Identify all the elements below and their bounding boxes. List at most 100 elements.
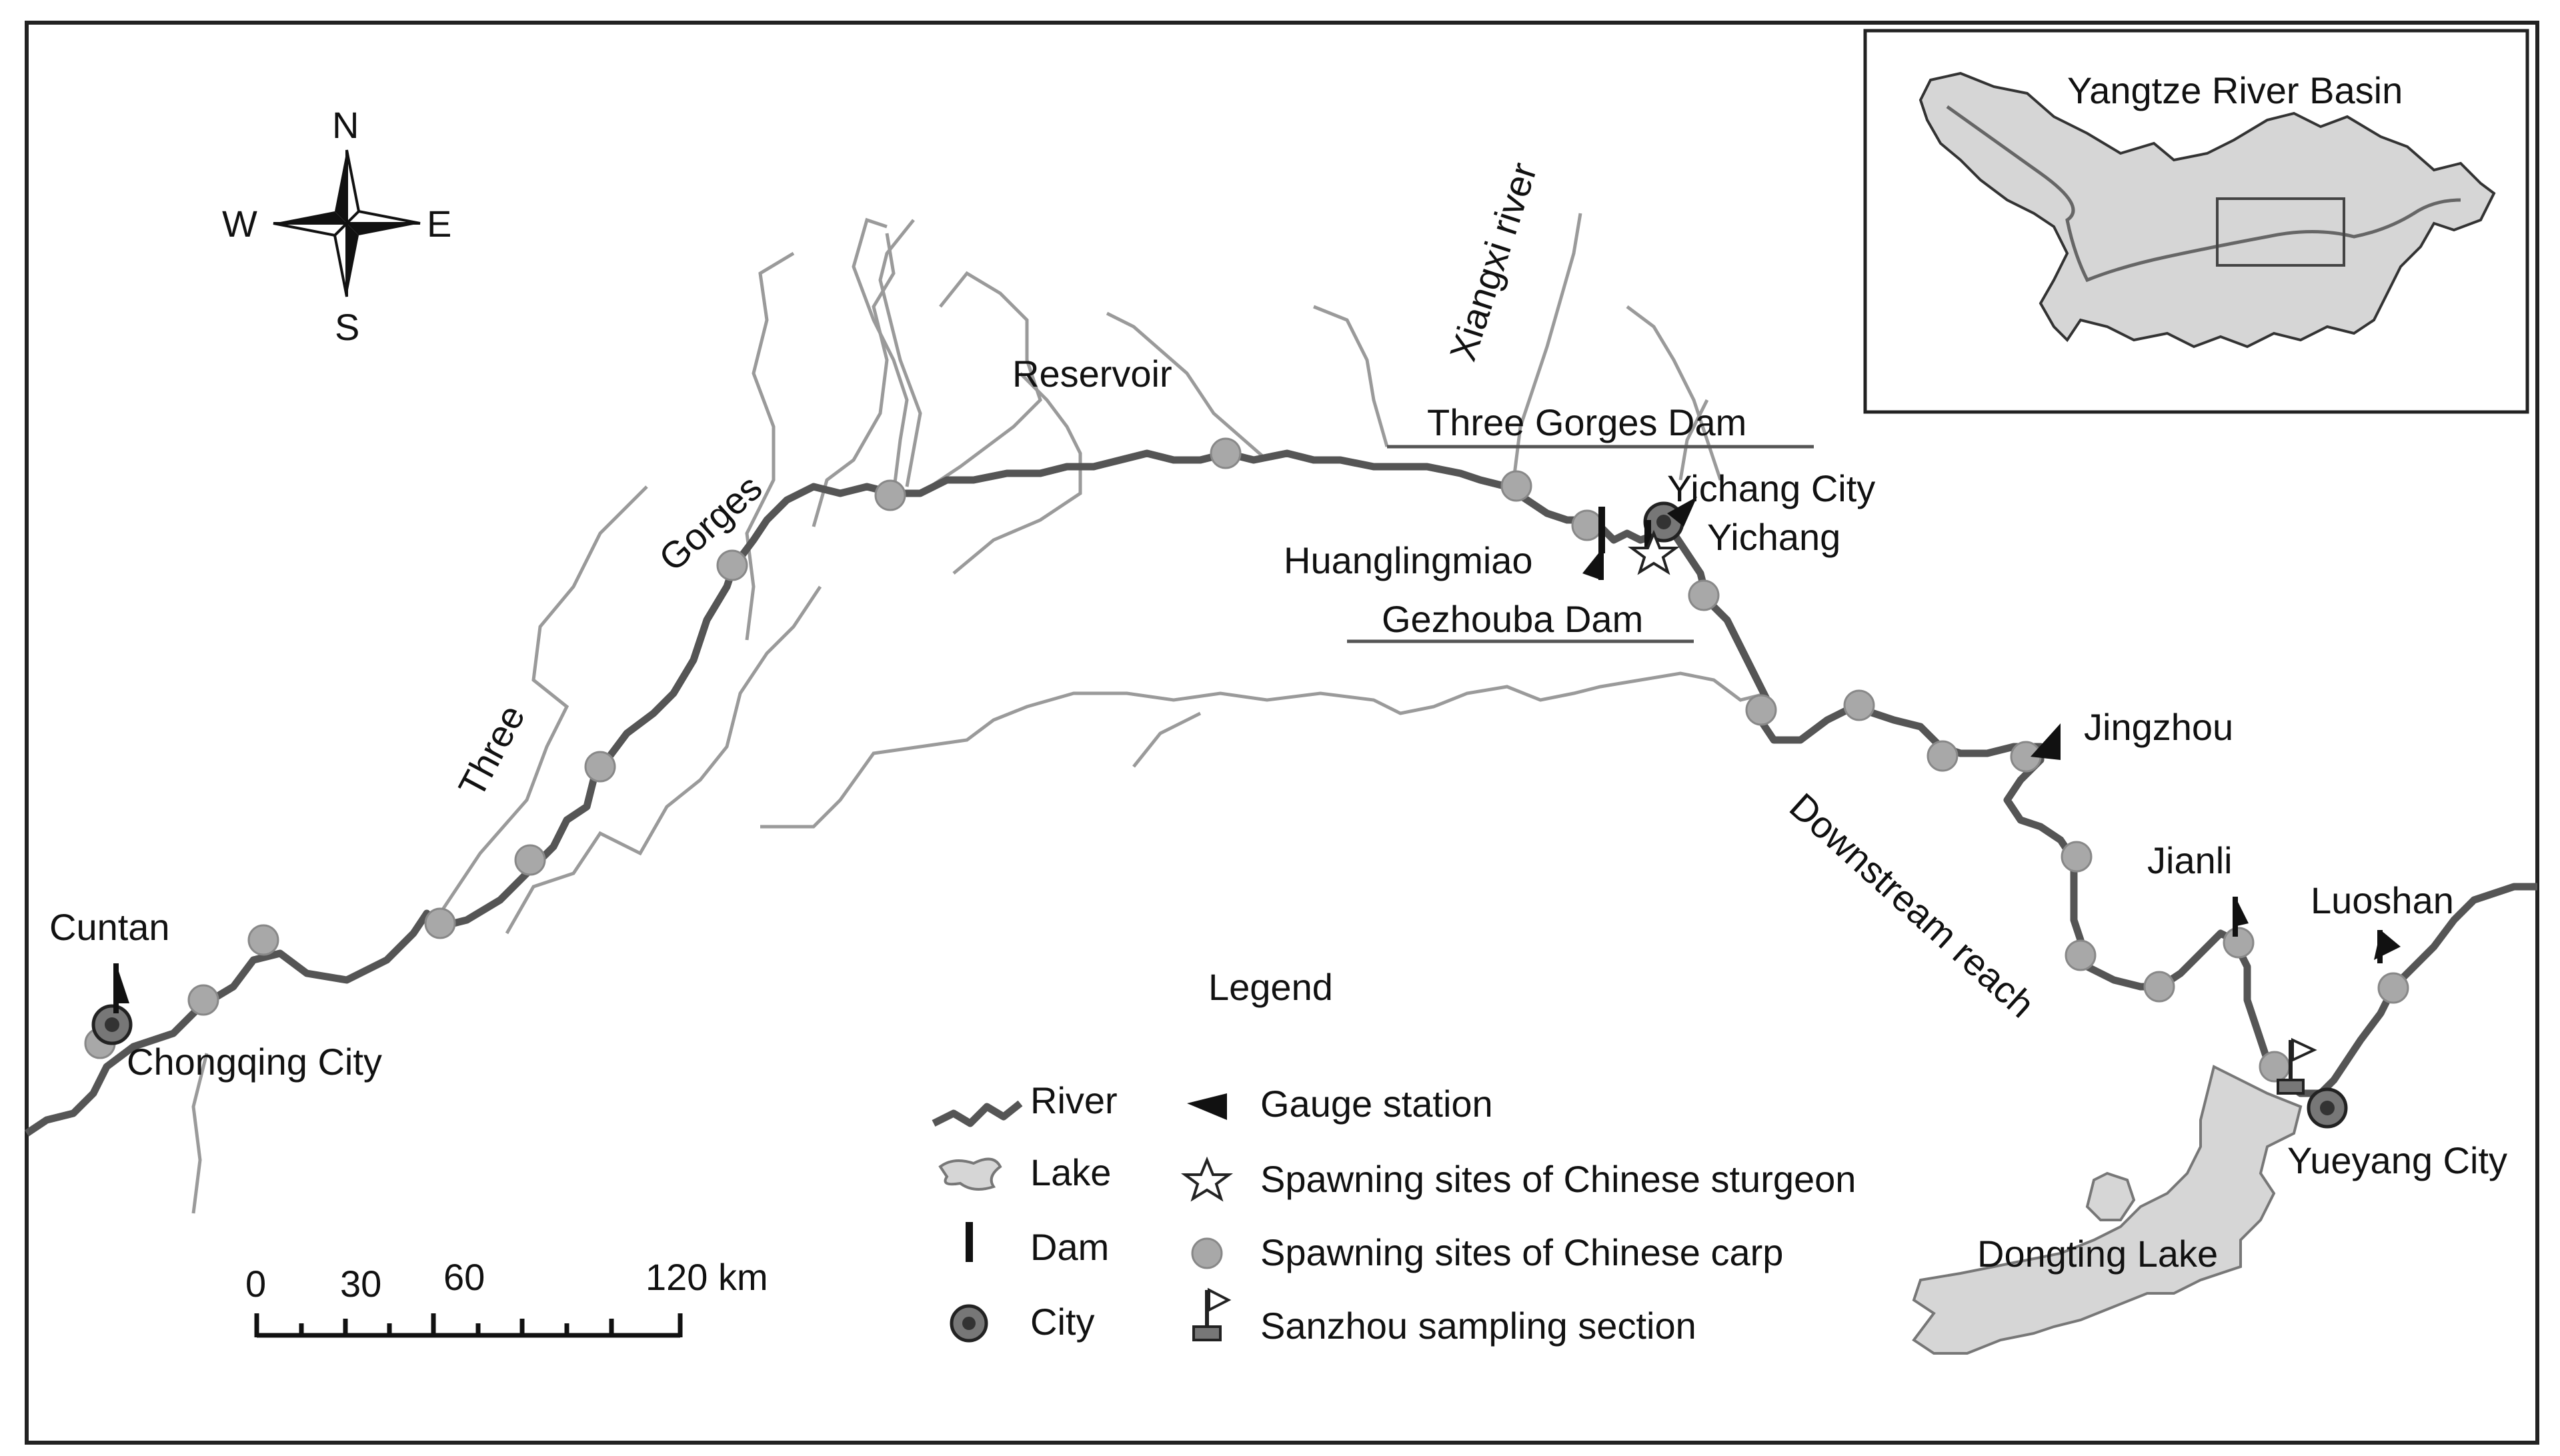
label-yueyang: Yueyang City [2287,1139,2507,1181]
label-gezhouba-dam: Gezhouba Dam [1382,598,1643,640]
tributary [812,233,896,527]
inset-river [1946,105,2461,283]
scale-label-120: 120 km [646,1256,768,1298]
label-reservoir: Reservoir [1012,353,1172,395]
tributaries [191,213,1768,1214]
carp-site [584,751,616,783]
carp-site [424,907,456,939]
legend-title: Legend [1208,966,1333,1008]
legend-sanzhou-label: Sanzhou sampling section [1260,1305,1696,1347]
carp-site [1927,740,1959,772]
gauge-yichang [1667,497,1697,527]
label-jingzhou: Jingzhou [2084,706,2233,748]
yangtze-basin-shape [1918,71,2496,349]
compass-rose: N S E W [222,104,451,348]
tributary [919,271,1042,495]
compass-e: E [427,203,451,245]
scale-label-30: 30 [340,1263,381,1305]
label-huanglingmiao: Huanglingmiao [1284,539,1533,581]
inset-study-area-box [2216,197,2345,267]
legend-sanzhou-pole [1205,1290,1209,1328]
tributary [438,485,648,915]
legend: Legend River Lake Dam City Gauge station… [932,966,1856,1347]
tributary [852,217,909,494]
tributary [1106,311,1268,461]
city-yueyang [2307,1087,2348,1129]
carp-site [1688,579,1720,611]
carp-site [1843,689,1875,721]
city-marker-center [105,1017,119,1032]
inset-title: Yangtze River Basin [2067,69,2403,111]
carp-site [716,549,748,581]
tributary [745,251,795,641]
city-marker-center [1656,515,1671,529]
carp-site [2061,841,2093,873]
legend-lake-label: Lake [1030,1151,1111,1193]
carp-site [1210,437,1242,469]
legend-dam-label: Dam [1030,1226,1109,1268]
legend-sanzhou-flag [1208,1287,1232,1313]
carp-site [2065,939,2097,971]
carp-site [2377,972,2409,1004]
gauge-huanglingmiao [1582,547,1604,580]
legend-carp-symbol [1191,1237,1223,1269]
gezhouba-dam-marker [1644,520,1651,560]
carp-site [1500,470,1532,502]
legend-carp-label: Spawning sites of Chinese carp [1260,1231,1783,1273]
carp-site [874,479,906,511]
compass-s: S [335,306,359,348]
carp-site [247,924,279,956]
label-luoshan: Luoshan [2311,879,2454,921]
carp-site [1571,509,1603,541]
carp-site [514,844,546,876]
label-cuntan: Cuntan [49,906,170,948]
city-chongqing [91,1004,133,1045]
city-marker-center [2320,1101,2335,1115]
scale-label-60: 60 [443,1256,485,1298]
sturgeon-spawning-site [1627,529,1680,575]
carp-site [2223,927,2255,959]
tributary [878,219,922,487]
carp-site [187,984,219,1016]
compass-west-arrow-light [273,222,350,237]
legend-sturgeon-symbol [1180,1156,1234,1202]
legend-river-symbol [932,1100,1023,1127]
gauge-cuntan [113,963,129,1013]
legend-river-label: River [1030,1079,1118,1121]
tributary [1132,711,1202,768]
dongting-lake-north [2085,1171,2136,1221]
legend-sturgeon-label: Spawning sites of Chinese sturgeon [1260,1158,1856,1200]
label-dongting: Dongting Lake [1977,1233,2218,1275]
legend-city-label: City [1030,1301,1094,1343]
carp-site [1745,694,1777,726]
gauge-stations [113,497,2401,1013]
scale-bar [254,1313,683,1338]
tributary [1313,305,1389,447]
dongting-lake [1912,1065,2303,1355]
label-yichang: Yichang [1707,516,1840,558]
gauge-jianli [2233,897,2249,937]
tributary [191,1053,209,1214]
legend-dam-symbol [966,1222,973,1262]
legend-lake-symbol [938,1157,1002,1191]
gauge-luoshan [2374,930,2401,963]
compass-east-arrow-light [343,209,421,225]
legend-sanzhou-base [1192,1325,1222,1341]
label-jianli: Jianli [2147,839,2233,881]
sanzhou-sampling-flag [2277,1037,2317,1095]
label-three-gorges-dam: Three Gorges Dam [1427,401,1746,443]
compass-w: W [222,203,257,245]
carp-spawning-sites [84,437,2409,1083]
three-gorges-dam-marker [1598,507,1605,553]
tributary [1512,213,1582,481]
legend-gauge-symbol [1187,1093,1227,1120]
scale-label-0: 0 [245,1263,266,1305]
legend-gauge-label: Gauge station [1260,1083,1493,1125]
gauge-jingzhou [2031,723,2061,760]
tributary [760,671,1768,829]
tributary [952,372,1082,575]
carp-site [2143,971,2175,1003]
tributary [505,585,822,935]
inset-map: Yangtze River Basin [1863,29,2529,414]
label-chongqing: Chongqing City [127,1041,382,1083]
